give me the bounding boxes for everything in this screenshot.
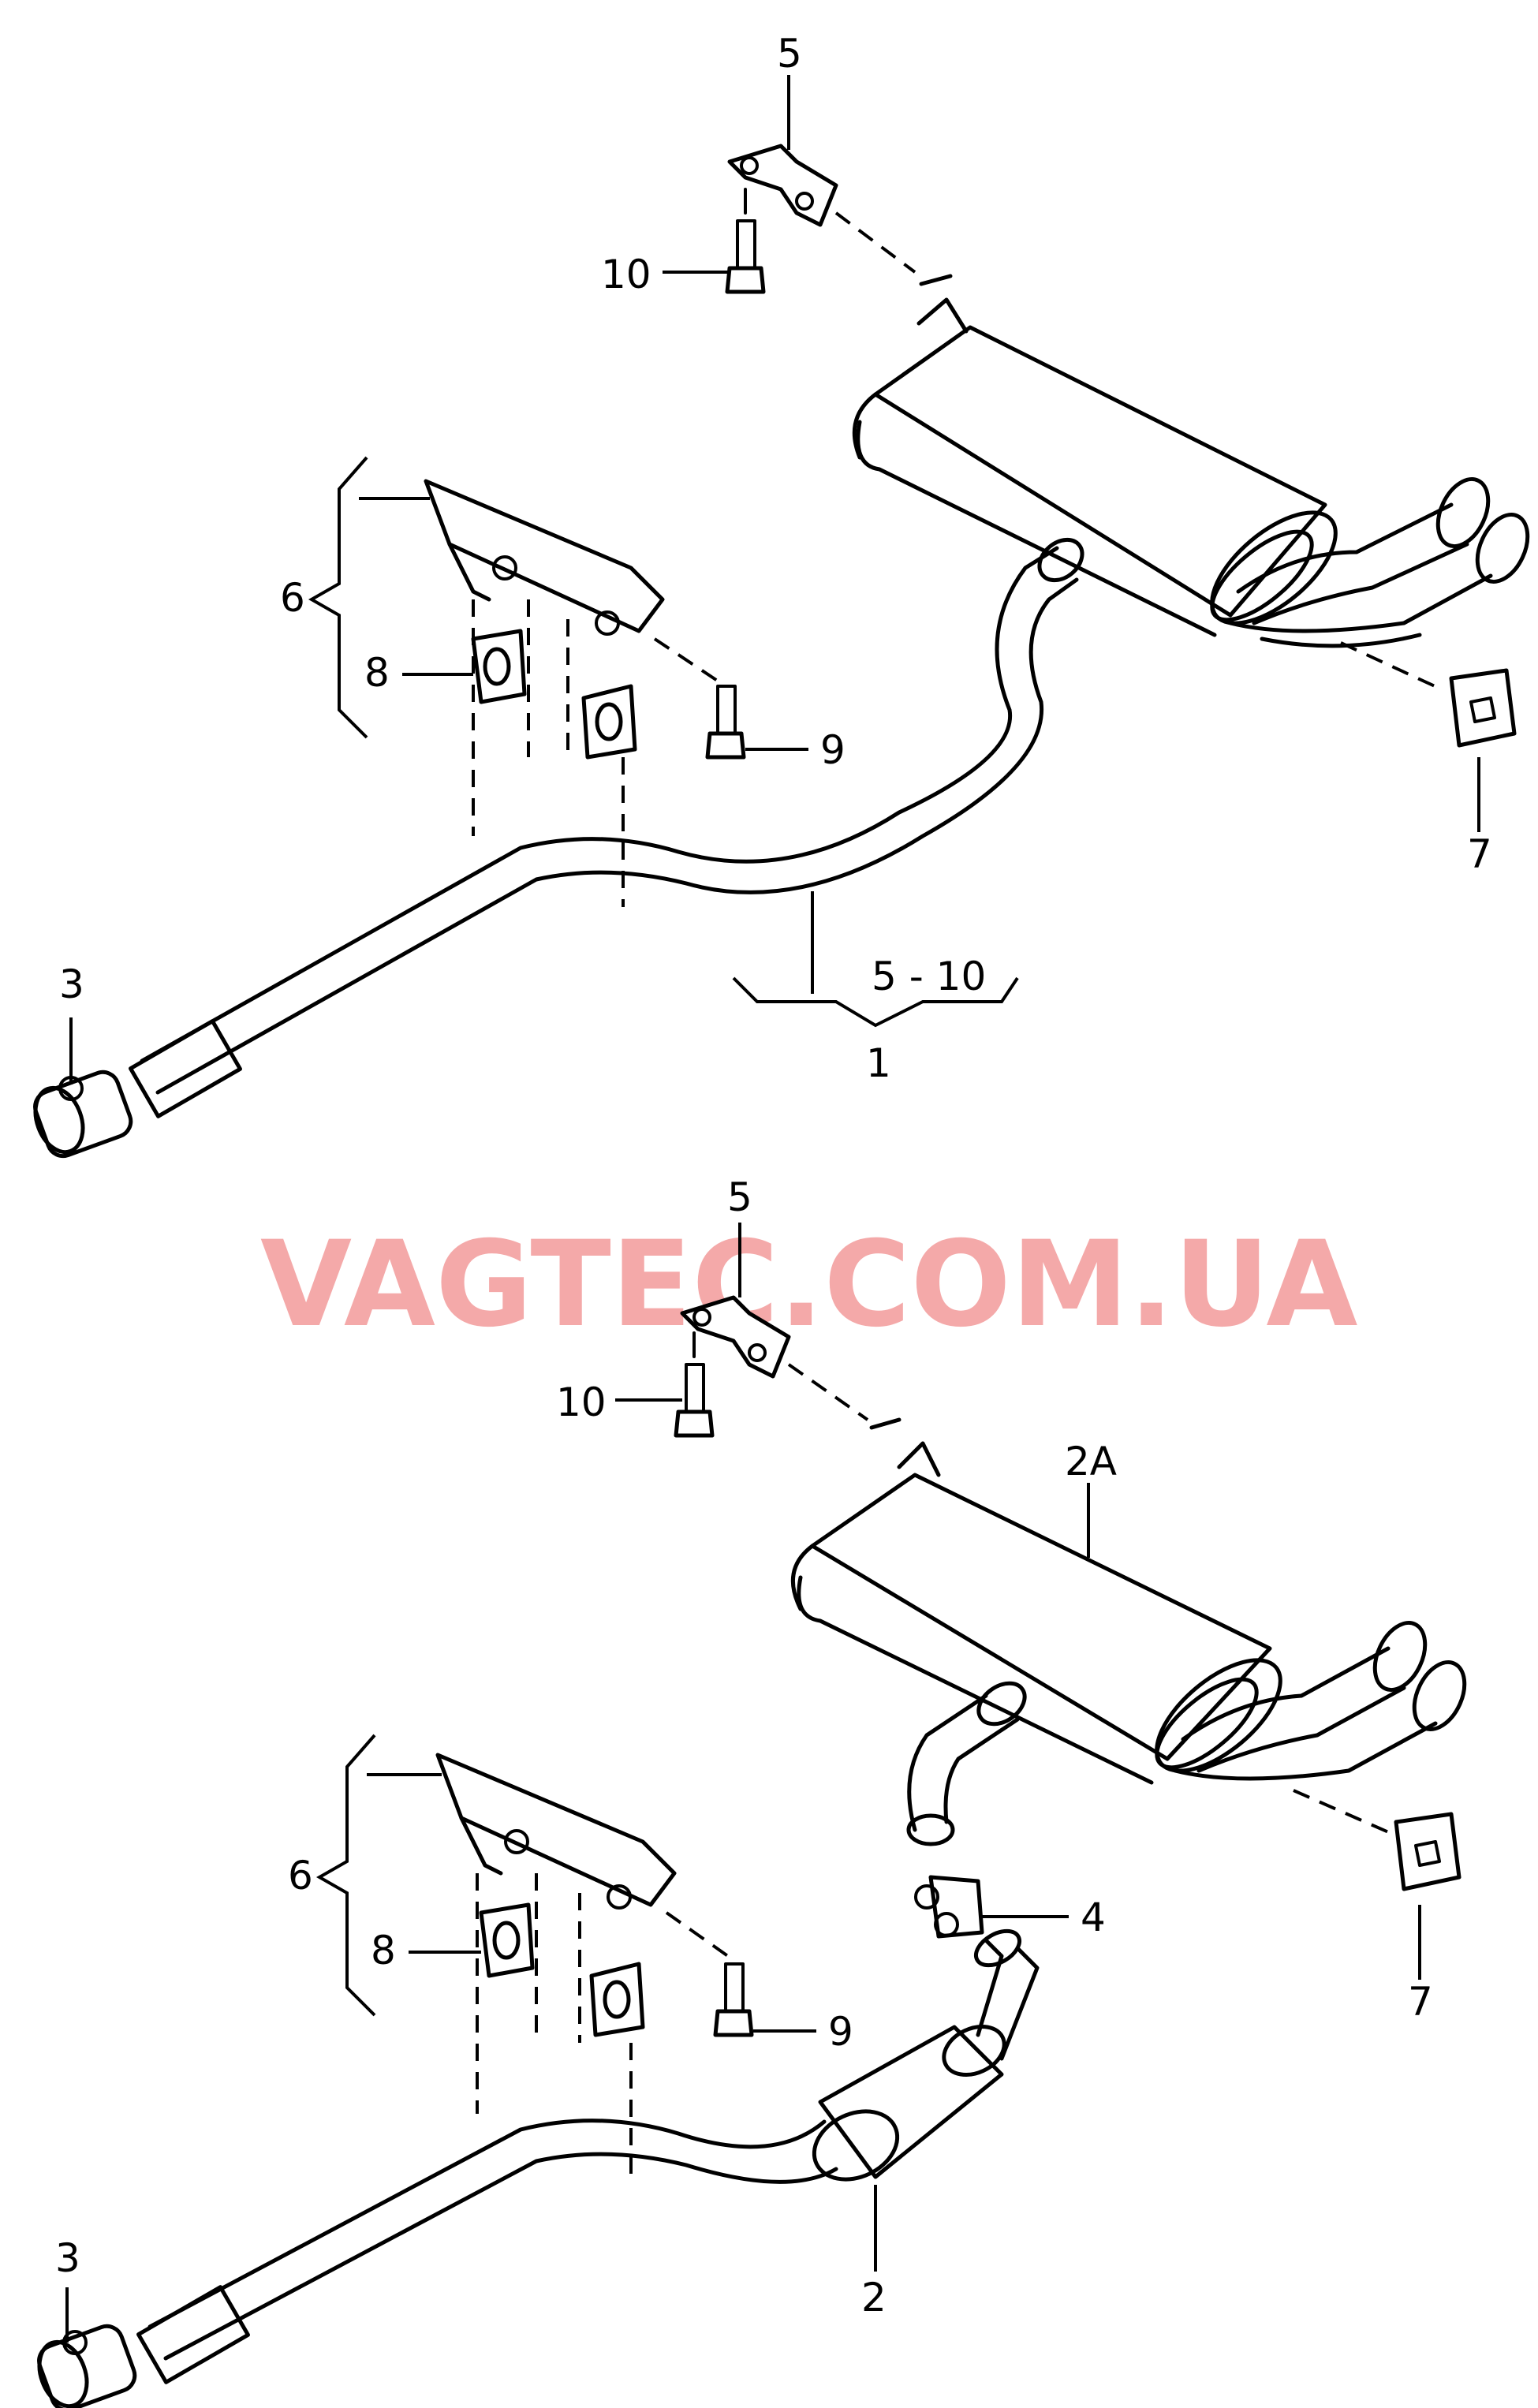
lower-leaders — [65, 1223, 1421, 2343]
lower-callout-3: 3 — [55, 2235, 80, 2281]
lower-callout-7: 7 — [1408, 1979, 1433, 2025]
lower-middle-silencer — [812, 1928, 1040, 2182]
upper-callout-7: 7 — [1467, 831, 1492, 877]
lower-callout-10: 10 — [556, 1379, 607, 1425]
upper-callout-1: 1 — [866, 1040, 891, 1086]
lower-callout-8: 8 — [371, 1928, 396, 1973]
upper-top-bracket — [727, 144, 916, 274]
lower-callout-2A: 2A — [1065, 1439, 1117, 1484]
upper-rear-silencer — [852, 274, 1530, 648]
lower-callout-9: 9 — [828, 2009, 853, 2055]
upper-callout-range: 5 - 10 — [872, 954, 986, 999]
lower-bolt-9 — [713, 1962, 754, 2037]
upper-callout-9: 9 — [820, 727, 846, 773]
upper-bolt-9 — [705, 685, 746, 760]
lower-clamp-4 — [914, 1875, 984, 1939]
lower-callout-5: 5 — [727, 1174, 752, 1220]
upper-clamp — [33, 1070, 133, 1159]
upper-main-pipe — [129, 537, 1084, 1118]
lower-top-bolt — [674, 1331, 715, 1438]
upper-callout-6: 6 — [280, 575, 305, 621]
lower-top-bracket — [680, 1295, 869, 1421]
upper-top-bolt — [725, 188, 766, 294]
lower-bracket-assembly — [435, 1753, 735, 2185]
lower-callout-2: 2 — [861, 2275, 887, 2320]
upper-bracket-assembly — [424, 479, 727, 907]
watermark-text: VAGTEC.COM.UA — [260, 1216, 1357, 1353]
upper-leaders — [69, 75, 1480, 1085]
lower-rear-silencer — [790, 1417, 1467, 1785]
lower-assembly: 5 10 2A 6 8 4 9 7 3 2 — [37, 1174, 1467, 2408]
lower-callout-4: 4 — [1081, 1895, 1106, 1940]
lower-main-pipe — [136, 2119, 838, 2384]
upper-callout-5: 5 — [777, 31, 802, 77]
lower-connector-pipe — [906, 1681, 1027, 1846]
lower-clamp — [37, 2324, 137, 2408]
upper-rear-hanger — [1340, 641, 1517, 748]
upper-assembly: 5 10 6 8 9 7 3 5 - 10 1 — [33, 31, 1530, 1159]
upper-callout-10: 10 — [601, 252, 651, 297]
lower-rear-hanger — [1293, 1789, 1461, 1891]
lower-callout-6: 6 — [288, 1853, 313, 1898]
upper-callout-3: 3 — [59, 961, 84, 1007]
upper-callout-8: 8 — [364, 650, 390, 696]
